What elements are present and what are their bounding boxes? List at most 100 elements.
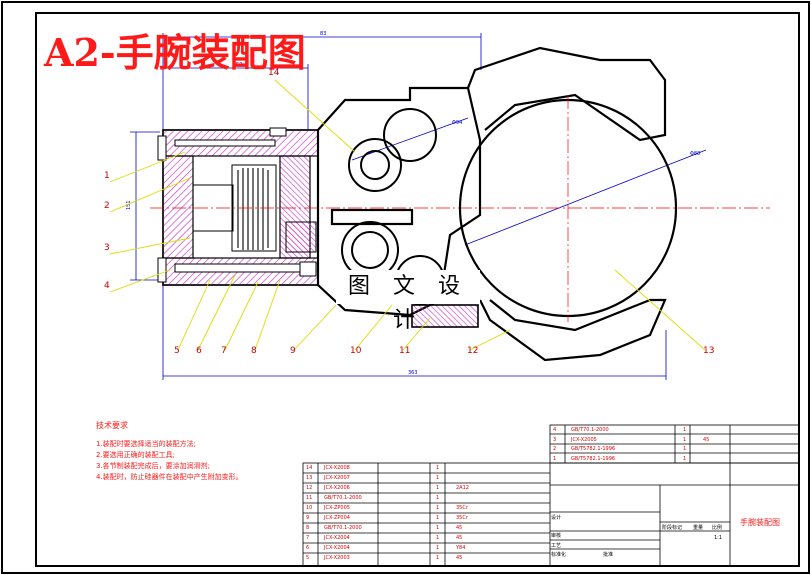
dim-diameter: Φ94 <box>452 120 462 126</box>
bom-lower-row-no: 11 <box>306 495 313 501</box>
bom-upper-row-qty: 1 <box>683 446 687 452</box>
part-label-12: 12 <box>467 346 479 356</box>
bom-upper-row-code: GB/T5782.1-1996 <box>571 455 616 462</box>
bom-lower-row-code: JCX-ZP004 <box>324 515 350 521</box>
watermark: 图 文 设 计 <box>336 270 480 333</box>
bom-upper-row-no: 4 <box>553 427 557 433</box>
wrist-housing <box>157 127 319 286</box>
tb-scale: 比例 <box>712 525 723 531</box>
gear-upper-hub <box>360 150 390 180</box>
bom-lower-row-qty: 1 <box>436 555 440 561</box>
bom-lower-row-qty: 1 <box>436 495 440 501</box>
bom-upper-row-qty: 1 <box>683 436 687 443</box>
bom-lower-row-qty: 1 <box>436 485 440 491</box>
gear-right <box>383 108 437 162</box>
bom-lower-row-no: 13 <box>306 475 313 481</box>
dim-inner: 52 <box>236 62 242 68</box>
dim-top: 83 <box>320 31 326 37</box>
bom-lower-row-code: GB/T70.1-2000 <box>324 525 362 531</box>
bom-lower-row-mat: 35Cr <box>456 505 468 511</box>
gripper-body <box>316 46 667 362</box>
bom-lower-row-code: JCX-ZP005 <box>324 505 350 511</box>
bom-lower-row-qty: 1 <box>436 465 440 471</box>
bom-lower-row-qty: 1 <box>436 475 440 481</box>
bom-lower-row-no: 8 <box>306 525 310 531</box>
base-block <box>411 304 479 328</box>
bom-lower-row-qty: 1 <box>436 535 440 541</box>
bom-lower-row-no: 5 <box>306 555 310 561</box>
part-label-2: 2 <box>104 201 110 211</box>
bom-lower-row-no: 12 <box>306 485 313 491</box>
bom-lower-row-mat: 2A12 <box>456 485 469 491</box>
bom-lower-row-qty: 1 <box>436 505 440 511</box>
part-label-11: 11 <box>399 346 411 356</box>
tb-standard: 标准化 <box>551 552 567 558</box>
part-label-8: 8 <box>251 346 257 356</box>
bom-upper-row-no: 2 <box>553 446 557 452</box>
part-label-5: 5 <box>174 346 180 356</box>
leader-lines <box>109 79 706 351</box>
bom-lower-row-qty: 1 <box>436 515 440 521</box>
dim-diameter-large: Φ88 <box>690 151 700 157</box>
part-label-6: 6 <box>196 346 202 356</box>
bom-lower-row-code: JCX-X2008 <box>324 465 350 471</box>
title-block-grid <box>302 424 800 567</box>
bom-lower-row-no: 14 <box>306 465 313 471</box>
bom-upper-row-no: 1 <box>553 455 557 462</box>
gear-upper <box>348 138 402 192</box>
dim-bottom: 363 <box>408 370 418 376</box>
bom-lower-row-no: 10 <box>306 505 313 511</box>
tb-stage: 阶段标记 <box>662 525 683 531</box>
technical-notes: 技术要求 1.装配时要选择适当的装配方法; 2.要选用正确的装配工具; 3.各节… <box>96 420 243 483</box>
part-label-13: 13 <box>703 346 715 356</box>
part-label-3: 3 <box>104 243 110 253</box>
gear-lower-hub <box>351 231 389 269</box>
bom-upper-row-code: GB/T5782.1-1996 <box>571 446 616 452</box>
note-item: 3.各节制装配完成后，要涂加润滑剂; <box>96 462 211 470</box>
bom-lower-row-no: 6 <box>306 545 310 551</box>
bom-lower-row-mat: 45 <box>456 525 463 531</box>
bom-lower-row-qty: 1 <box>436 525 440 531</box>
tb-approve: 批准 <box>603 552 614 558</box>
bom-lower-row-mat: 45 <box>456 535 463 541</box>
bom-lower-row-code: JCX-X2006 <box>324 485 350 491</box>
dim-vertical: 151 <box>126 200 132 210</box>
bom-upper-row-no: 3 <box>553 436 557 443</box>
bom-lower-row-mat: 45 <box>456 555 463 561</box>
bom-upper-row-code: JCX-X2005 <box>571 436 597 443</box>
bom-upper-row-mat: 45 <box>703 436 710 443</box>
note-item: 2.要选用正确的装配工具; <box>96 451 176 459</box>
bom-lower-row-code: JCX-X2003 <box>324 555 350 561</box>
bom-lower-row-code: JCX-X2007 <box>324 475 350 481</box>
bom-lower-row-mat: 35Cr <box>456 515 468 521</box>
tb-drawing-name: 手腕装配图 <box>740 518 780 527</box>
part-label-4: 4 <box>104 281 110 291</box>
part-label-9: 9 <box>290 346 296 356</box>
drawing-title: A2-手腕装配图 <box>44 30 306 75</box>
bom-upper-row-qty: 1 <box>683 455 687 462</box>
bom-lower-row-qty: 1 <box>436 545 440 551</box>
part-label-7: 7 <box>221 346 227 356</box>
part-label-1: 1 <box>104 171 110 181</box>
bom-lower-row-mat: Y84 <box>456 545 466 551</box>
notes-heading: 技术要求 <box>96 421 128 430</box>
bom-lower-row-no: 9 <box>306 515 310 521</box>
part-label-10: 10 <box>350 346 362 356</box>
tb-check: 审核 <box>551 533 562 539</box>
dimension-lines <box>130 33 707 380</box>
bom-upper-row-code: GB/T70.1-2000 <box>571 427 609 433</box>
tb-weight: 重量 <box>693 525 704 531</box>
tb-scale-value: 1:1 <box>714 535 723 541</box>
part-label-14: 14 <box>268 68 280 78</box>
bom-lower-row-code: JCX-X2004 <box>324 535 350 541</box>
bom-upper-row-qty: 1 <box>683 427 687 433</box>
tb-design: 设计 <box>551 515 562 521</box>
note-item: 4.装配时，防止硅器件在装配中产生附加变形。 <box>96 473 243 481</box>
bom-lower-row-code: GB/T70.1-2000 <box>324 495 362 501</box>
bom-lower-row-code: JCX-X2004 <box>324 545 350 551</box>
tb-process: 工艺 <box>551 543 562 549</box>
note-item: 1.装配时要选择适当的装配方法; <box>96 440 197 448</box>
bom-lower-row-no: 7 <box>306 535 310 541</box>
